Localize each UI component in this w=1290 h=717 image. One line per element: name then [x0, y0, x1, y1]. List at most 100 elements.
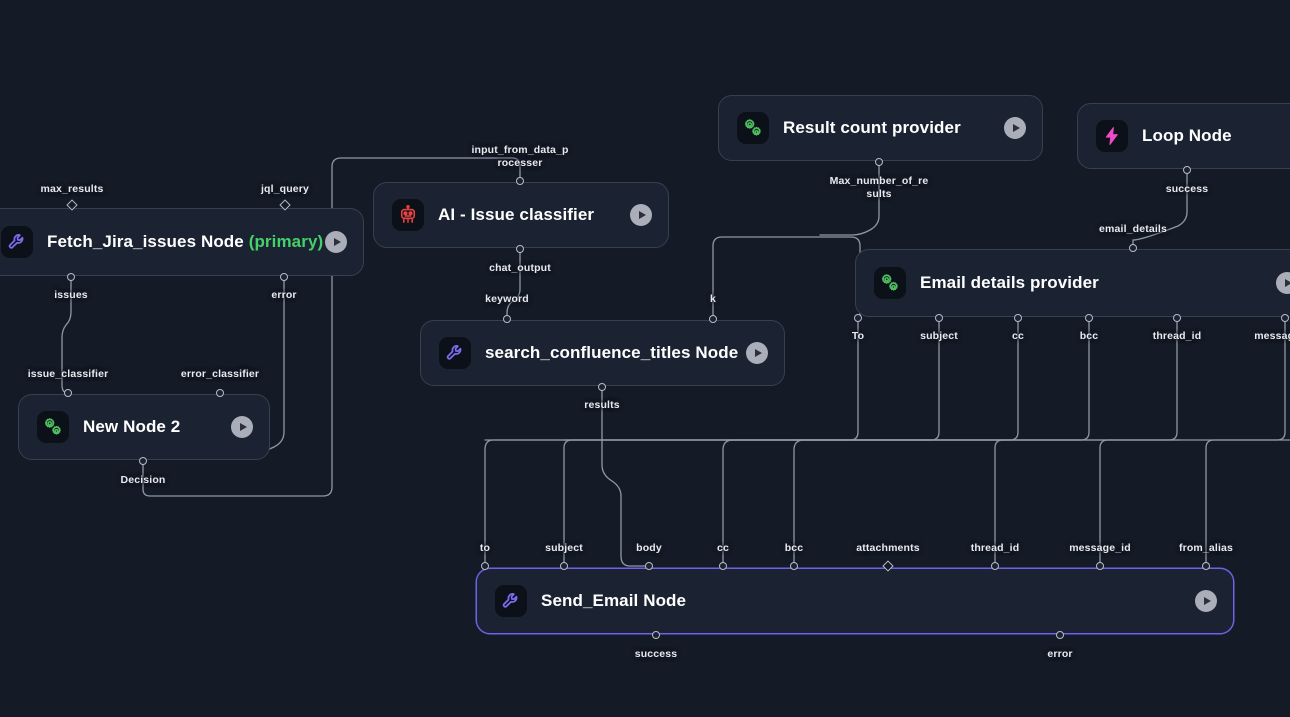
port-p-se-from-alias[interactable]: [1202, 562, 1210, 570]
port-label: from_alias: [1178, 542, 1234, 554]
node-search-confluence[interactable]: search_confluence_titles Node: [420, 320, 785, 386]
gears-icon: [37, 411, 69, 443]
graph-edge[interactable]: [1132, 169, 1188, 249]
port-p-se-error[interactable]: [1056, 631, 1064, 639]
graph-edge[interactable]: [712, 236, 861, 320]
port-p-error-fetch[interactable]: [280, 273, 288, 281]
lightning-icon: [1096, 120, 1128, 152]
node-run-button[interactable]: [1004, 117, 1026, 139]
graph-edge[interactable]: [1099, 317, 1286, 567]
port-p-se-message-id[interactable]: [1096, 562, 1104, 570]
node-loop-node[interactable]: Loop Node: [1077, 103, 1290, 169]
play-icon: [1012, 124, 1020, 132]
port-label: success: [634, 648, 678, 660]
port-p-decision[interactable]: [139, 457, 147, 465]
port-p-se-attachments[interactable]: [882, 560, 894, 572]
node-run-button[interactable]: [1276, 272, 1290, 294]
port-p-edp-cc[interactable]: [1014, 314, 1022, 322]
port-label: message_id: [1254, 330, 1290, 342]
graph-edge[interactable]: [1205, 439, 1290, 567]
port-dot-icon: [709, 315, 717, 323]
graph-edge[interactable]: [484, 439, 1181, 567]
node-fetch-jira[interactable]: Fetch_Jira_issues Node (primary): [0, 208, 364, 276]
port-p-results[interactable]: [598, 383, 606, 391]
port-dot-icon: [67, 273, 75, 281]
port-p-edp-message-id[interactable]: [1281, 314, 1289, 322]
graph-edge[interactable]: [506, 248, 521, 320]
port-dot-icon: [875, 158, 883, 166]
port-p-k[interactable]: [709, 315, 717, 323]
port-p-edp-subject[interactable]: [935, 314, 943, 322]
node-run-button[interactable]: [325, 231, 347, 253]
port-label: message_id: [1069, 542, 1131, 554]
graph-edge[interactable]: [601, 386, 650, 567]
port-p-se-subject[interactable]: [560, 562, 568, 570]
node-run-button[interactable]: [630, 204, 652, 226]
port-dot-icon: [1014, 314, 1022, 322]
port-p-issues[interactable]: [67, 273, 75, 281]
port-dot-icon: [216, 389, 224, 397]
port-p-edp-to[interactable]: [854, 314, 862, 322]
port-p-se-to[interactable]: [481, 562, 489, 570]
port-p-error-classifier[interactable]: [216, 389, 224, 397]
graph-edge[interactable]: [994, 317, 1178, 567]
graph-edge[interactable]: [793, 317, 1090, 441]
port-label: error: [271, 289, 297, 301]
wrench-icon: [495, 585, 527, 617]
port-label: error_classifier: [180, 368, 260, 380]
node-ai-issue-classifier[interactable]: AI - Issue classifier: [373, 182, 669, 248]
port-label: k: [710, 293, 716, 305]
graph-edge[interactable]: [819, 161, 880, 236]
port-label: subject: [545, 542, 583, 554]
port-dot-icon: [1129, 244, 1137, 252]
port-p-edp-thread-id[interactable]: [1173, 314, 1181, 322]
play-icon: [1284, 279, 1290, 287]
port-dot-icon: [1202, 562, 1210, 570]
wrench-icon: [439, 337, 471, 369]
port-p-chat-output[interactable]: [516, 245, 524, 253]
port-p-se-success[interactable]: [652, 631, 660, 639]
play-icon: [333, 238, 341, 246]
port-p-issue-classifier[interactable]: [64, 389, 72, 397]
port-p-email-details[interactable]: [1129, 244, 1137, 252]
port-dot-icon: [1183, 166, 1191, 174]
node-new-node-2[interactable]: New Node 2: [18, 394, 270, 460]
graph-edge[interactable]: [722, 439, 1011, 567]
port-dot-icon: [1281, 314, 1289, 322]
node-result-count-provider[interactable]: Result count provider: [718, 95, 1043, 161]
node-email-details-provider[interactable]: Email details provider: [855, 249, 1290, 317]
port-p-se-cc[interactable]: [719, 562, 727, 570]
graph-edge[interactable]: [793, 439, 1082, 567]
port-p-success-loop[interactable]: [1183, 166, 1191, 174]
port-label: cc: [1012, 330, 1024, 342]
node-run-button[interactable]: [746, 342, 768, 364]
node-run-button[interactable]: [1195, 590, 1217, 612]
port-p-se-bcc[interactable]: [790, 562, 798, 570]
port-label: max_results: [40, 183, 104, 195]
port-dot-icon: [516, 177, 524, 185]
node-title: search_confluence_titles Node: [485, 343, 739, 362]
port-p-se-body[interactable]: [645, 562, 653, 570]
port-p-max-results[interactable]: [66, 199, 78, 211]
graph-edge[interactable]: [61, 276, 72, 394]
play-icon: [638, 211, 646, 219]
port-dot-icon: [645, 562, 653, 570]
port-label: thread_id: [1152, 330, 1202, 342]
port-p-keyword[interactable]: [503, 315, 511, 323]
port-p-jql-query[interactable]: [279, 199, 291, 211]
port-p-input-from-dp[interactable]: [516, 177, 524, 185]
port-label: bcc: [1079, 330, 1099, 342]
port-p-edp-bcc[interactable]: [1085, 314, 1093, 322]
node-title: Loop Node: [1142, 126, 1232, 145]
node-send-email[interactable]: Send_Email Node: [476, 568, 1234, 634]
port-label: bcc: [784, 542, 804, 554]
port-dot-icon: [1173, 314, 1181, 322]
port-label: Decision: [120, 474, 166, 486]
port-p-se-thread-id[interactable]: [991, 562, 999, 570]
port-diamond-icon: [279, 199, 291, 211]
graph-edge[interactable]: [563, 439, 931, 567]
port-p-max-number[interactable]: [875, 158, 883, 166]
node-run-button[interactable]: [231, 416, 253, 438]
port-label: email_details: [1099, 223, 1167, 235]
